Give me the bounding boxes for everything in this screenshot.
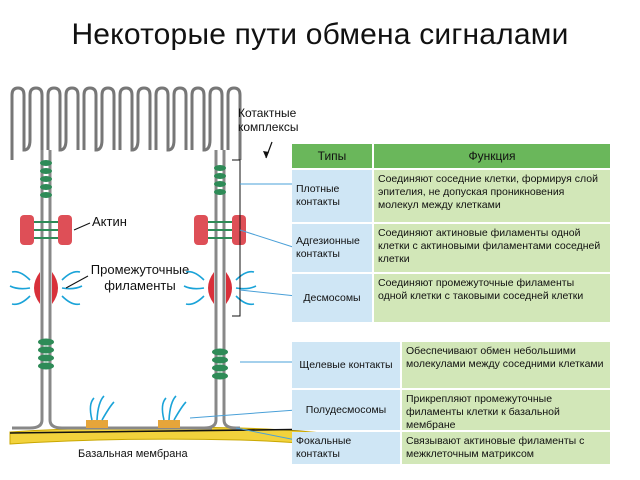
microvilli [10,86,242,160]
hemidesmosomes [86,395,187,428]
intermediate-filaments-label: Промежуточные филаменты [90,262,190,293]
table-row-function: Обеспечивают обмен небольшими молекулами… [402,342,610,388]
table-header-types: Типы [292,144,372,168]
adherens-plaques [34,221,232,239]
actin-label: Актин [92,214,127,229]
tight-junctions [40,160,226,198]
table-row-type: Адгезионные контакты [292,224,372,272]
table-row-function: Соединяют промежуточные филаменты одной … [374,274,610,322]
table-header-function: Функция [374,144,610,168]
table-row-type: Фокальные контакты [292,432,400,464]
page-title: Некоторые пути обмена сигналами [71,18,569,51]
connector-lines [189,183,297,441]
basal-membrane-label: Базальная мембрана [78,448,188,460]
actin-bundles [20,215,246,245]
table-row-type: Плотные контакты [292,170,372,222]
table-row-function: Прикрепляют промежуточные филаменты клет… [402,390,610,431]
lateral-membrane-left [12,150,212,430]
table-row-function: Связывают актиновые филаменты с межклето… [402,432,610,464]
lateral-membrane-right [203,150,240,430]
table-row-function: Соединяют актиновые филаменты одной клет… [374,224,610,272]
intermediate-filaments [9,270,257,306]
table-row-function: Соединяют соседние клетки, формируя слой… [374,170,610,222]
gap-junctions [38,338,228,380]
contact-complexes-label: Котактные комплексы [238,106,299,134]
table-row-type: Щелевые контакты [292,342,400,388]
contact-bracket [232,159,241,317]
table-row-type: Десмосомы [292,274,372,322]
basal-membrane-line [9,428,331,434]
table-row-type: Полудесмосомы [292,390,400,430]
desmosomes [34,272,232,304]
label-pointers [65,222,91,289]
